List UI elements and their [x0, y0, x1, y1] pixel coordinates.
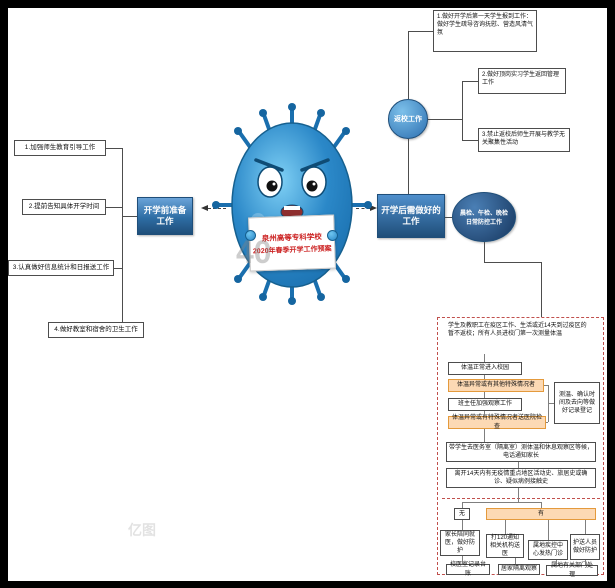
connector-line	[484, 354, 485, 362]
flow-branch-yes: 有	[486, 508, 596, 520]
connector-line	[462, 140, 478, 141]
connector-line	[114, 268, 122, 269]
connector-line	[505, 520, 506, 534]
connector-line	[548, 520, 549, 540]
connector-line	[106, 148, 122, 149]
virus-hand-right	[327, 230, 338, 241]
connector-line	[445, 217, 452, 218]
connector-line	[462, 81, 478, 82]
virus-illustration	[212, 103, 372, 305]
post-item-1: 1.做好开学后第一天学生报到工作：做好学生疏导咨询抚慰、营造风清气氛	[433, 10, 537, 52]
connector-line	[462, 502, 541, 503]
flow-header: 学生及教职工在疫区工作、生活或近14天到过疫区的暂不返校；所有人员进校门第一次测…	[448, 323, 587, 338]
virus-hand-left	[245, 230, 256, 241]
flow-temp-normal: 体温正常进入校园	[448, 362, 522, 375]
flow-divider	[442, 498, 600, 499]
connector-line	[408, 139, 409, 194]
prevention-flowchart: 学生及教职工在疫区工作、生活或近14天到过疫区的暂不返校；所有人员进校门第一次测…	[437, 317, 604, 578]
arrow-line-right	[356, 208, 370, 209]
node-pre-opening: 开学前准备工作	[137, 197, 193, 235]
connector-line	[462, 556, 463, 564]
connector-line	[484, 375, 485, 379]
connector-line	[585, 560, 586, 565]
flow-record-note: 测温、确认时间及去向等做好记录登记	[554, 382, 600, 424]
connector-line	[122, 216, 137, 217]
pre-item-2: 2.提前告知具体开学时间	[22, 199, 106, 215]
node-daily-checks: 晨检、午检、晚检日常防控工作	[452, 192, 516, 242]
flow-call-120: 打120通知相关机构送医	[486, 534, 524, 558]
connector-line	[546, 422, 548, 423]
connector-line	[541, 502, 542, 508]
connector-line	[484, 411, 485, 416]
flow-isolation-room: 带学生去医务室（隔离室）测体温和休息观察区等候，电话通知家长	[446, 442, 596, 462]
arrow-left-icon	[201, 205, 208, 211]
watermark-logo: 亿图	[128, 522, 156, 538]
post-item-2: 2.做好顶岗实习学生返回管理工作	[478, 68, 566, 94]
flow-branch-no: 无	[454, 508, 470, 520]
connector-line	[462, 502, 463, 508]
pre-item-3: 3.认真做好信息统计和日报送工作	[8, 260, 114, 276]
connector-line	[408, 31, 433, 32]
connector-line	[518, 462, 519, 468]
connector-line	[484, 242, 485, 262]
connector-line	[541, 262, 542, 317]
connector-line	[548, 403, 554, 404]
connector-line	[122, 148, 123, 322]
flow-teacher-observe: 班主任加强观察工作	[448, 398, 522, 411]
connector-line	[106, 207, 122, 208]
flow-home-quarantine: 居家隔离观察	[498, 564, 540, 575]
flow-history-check: 离开14天内有无疫情重点地区活动史、旅居史或确诊、疑似病例接触史	[446, 468, 596, 488]
connector-line	[484, 392, 485, 398]
flow-ledger: 校医室记录台账	[446, 562, 490, 577]
node-return-work: 返校工作	[388, 99, 428, 139]
flow-local-authority: 属地有关部门处理	[546, 563, 598, 578]
connector-line	[585, 520, 586, 534]
diagram-canvas: 1.加强师生教育引导工作 2.提前告知具体开学时间 3.认真做好信息统计和日报送…	[8, 8, 607, 581]
node-post-opening: 开学后需做好的工作	[377, 194, 445, 238]
connector-line	[462, 520, 463, 530]
flow-temp-abnormal-2: 体温异常或有特殊情况者送医院检查	[448, 415, 546, 430]
connector-line	[408, 31, 409, 99]
flow-cdc-clinic: 属地疾控中心发热门诊	[528, 540, 568, 560]
connector-line	[556, 560, 557, 565]
post-item-3: 3.禁止返校后师生开展与教学无关聚集性活动	[478, 128, 570, 152]
flow-escort-protect: 护送人员做好防护	[570, 534, 600, 560]
connector-line	[544, 385, 548, 386]
connector-line	[518, 488, 519, 502]
connector-line	[515, 558, 516, 564]
connector-line	[484, 429, 485, 442]
connector-line	[428, 119, 462, 120]
connector-line	[462, 81, 463, 140]
watermark-40: 40	[236, 234, 272, 270]
arrow-right-icon	[370, 205, 377, 211]
pre-item-4: 4.做好教室和宿舍的卫生工作	[48, 322, 144, 338]
pre-item-1: 1.加强师生教育引导工作	[14, 140, 106, 156]
flow-temp-abnormal-1: 体温异常或有其他特殊情况者	[448, 379, 544, 392]
flow-parent-accompany: 家长陪同就医，做好防护	[440, 530, 480, 556]
connector-line	[484, 262, 541, 263]
